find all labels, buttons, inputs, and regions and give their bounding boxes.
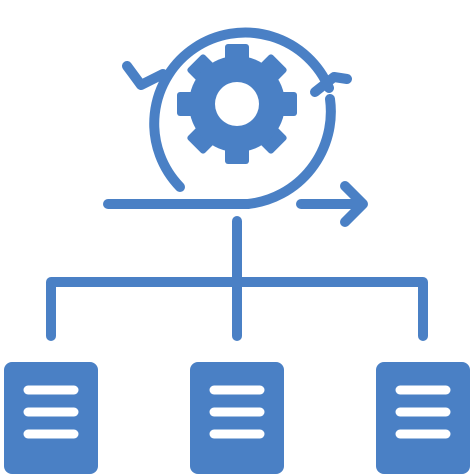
cycle-tail-arc	[243, 94, 336, 209]
document-center	[190, 362, 284, 474]
cycle-arc	[149, 27, 334, 192]
cycle-arrowhead-left	[122, 61, 168, 90]
arrow-head	[340, 181, 368, 227]
document-body	[190, 362, 284, 474]
gear-icon	[177, 44, 297, 164]
output-arrow-icon	[103, 181, 368, 227]
document-left	[4, 362, 98, 474]
hierarchy-connector	[46, 216, 428, 341]
document-body	[4, 362, 98, 474]
gear-hole	[215, 82, 259, 126]
document-right	[376, 362, 470, 474]
branch-line	[46, 277, 428, 341]
cycle-arrowhead-right	[310, 72, 352, 97]
document-body	[376, 362, 470, 474]
cycle-arrow-icon	[122, 27, 352, 209]
